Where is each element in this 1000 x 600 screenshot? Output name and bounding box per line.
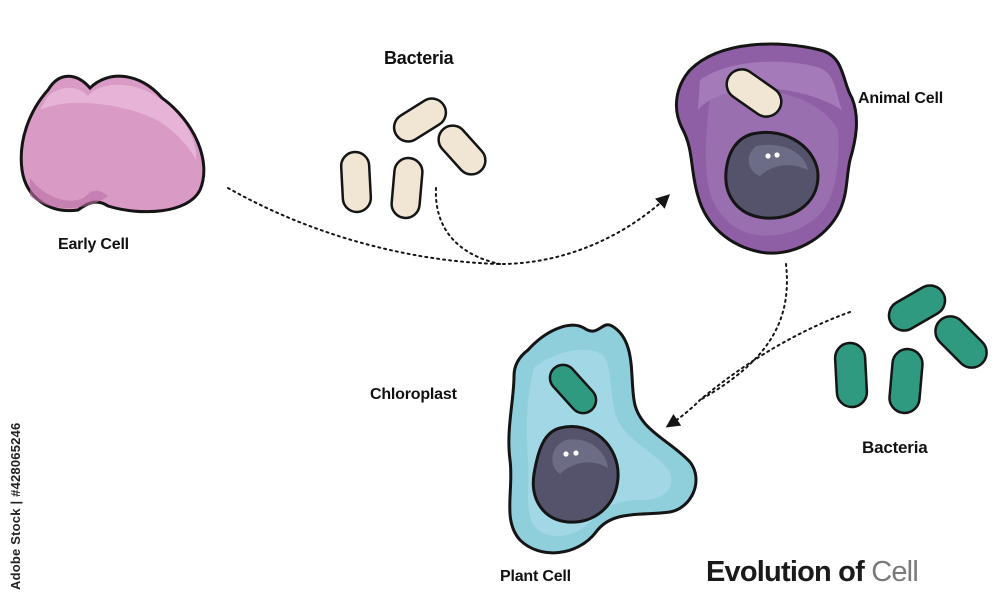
bacteria-group-top: [339, 97, 487, 220]
chloroplast: [548, 363, 598, 415]
bacteria-group-bottom: [833, 284, 988, 415]
plant-cell: [507, 323, 698, 555]
label-chloroplast: Chloroplast: [370, 386, 457, 403]
bacterium: [833, 341, 869, 409]
label-bacteria-bottom: Bacteria: [862, 438, 928, 457]
title-part2: Cell: [871, 556, 919, 588]
stock-watermark: Adobe Stock | #428065246: [8, 422, 23, 590]
title-part1: Evolution of: [706, 556, 865, 588]
engulfed-bacterium: [725, 68, 783, 118]
bacterium: [887, 284, 947, 332]
arrow-bacteria-to-plant: [665, 311, 851, 428]
bacterium: [392, 97, 448, 143]
label-animal-cell: Animal Cell: [858, 90, 943, 107]
bacterium: [437, 124, 487, 176]
diagram-title: Evolution of Cell: [706, 556, 919, 589]
label-plant-cell: Plant Cell: [500, 568, 571, 585]
bacterium: [888, 347, 924, 415]
arrows: [227, 187, 851, 428]
label-bacteria-top: Bacteria: [384, 48, 454, 68]
arrow-animal-to-plant: [699, 263, 788, 401]
arrow-bacteria-merge: [434, 187, 501, 265]
label-early-cell: Early Cell: [58, 236, 129, 253]
bacterium: [339, 150, 373, 214]
bacterium: [934, 315, 988, 369]
early-cell: [19, 74, 206, 214]
arrow-early-to-animal: [227, 187, 671, 266]
animal-cell: [675, 42, 858, 255]
bacterium: [390, 156, 424, 220]
